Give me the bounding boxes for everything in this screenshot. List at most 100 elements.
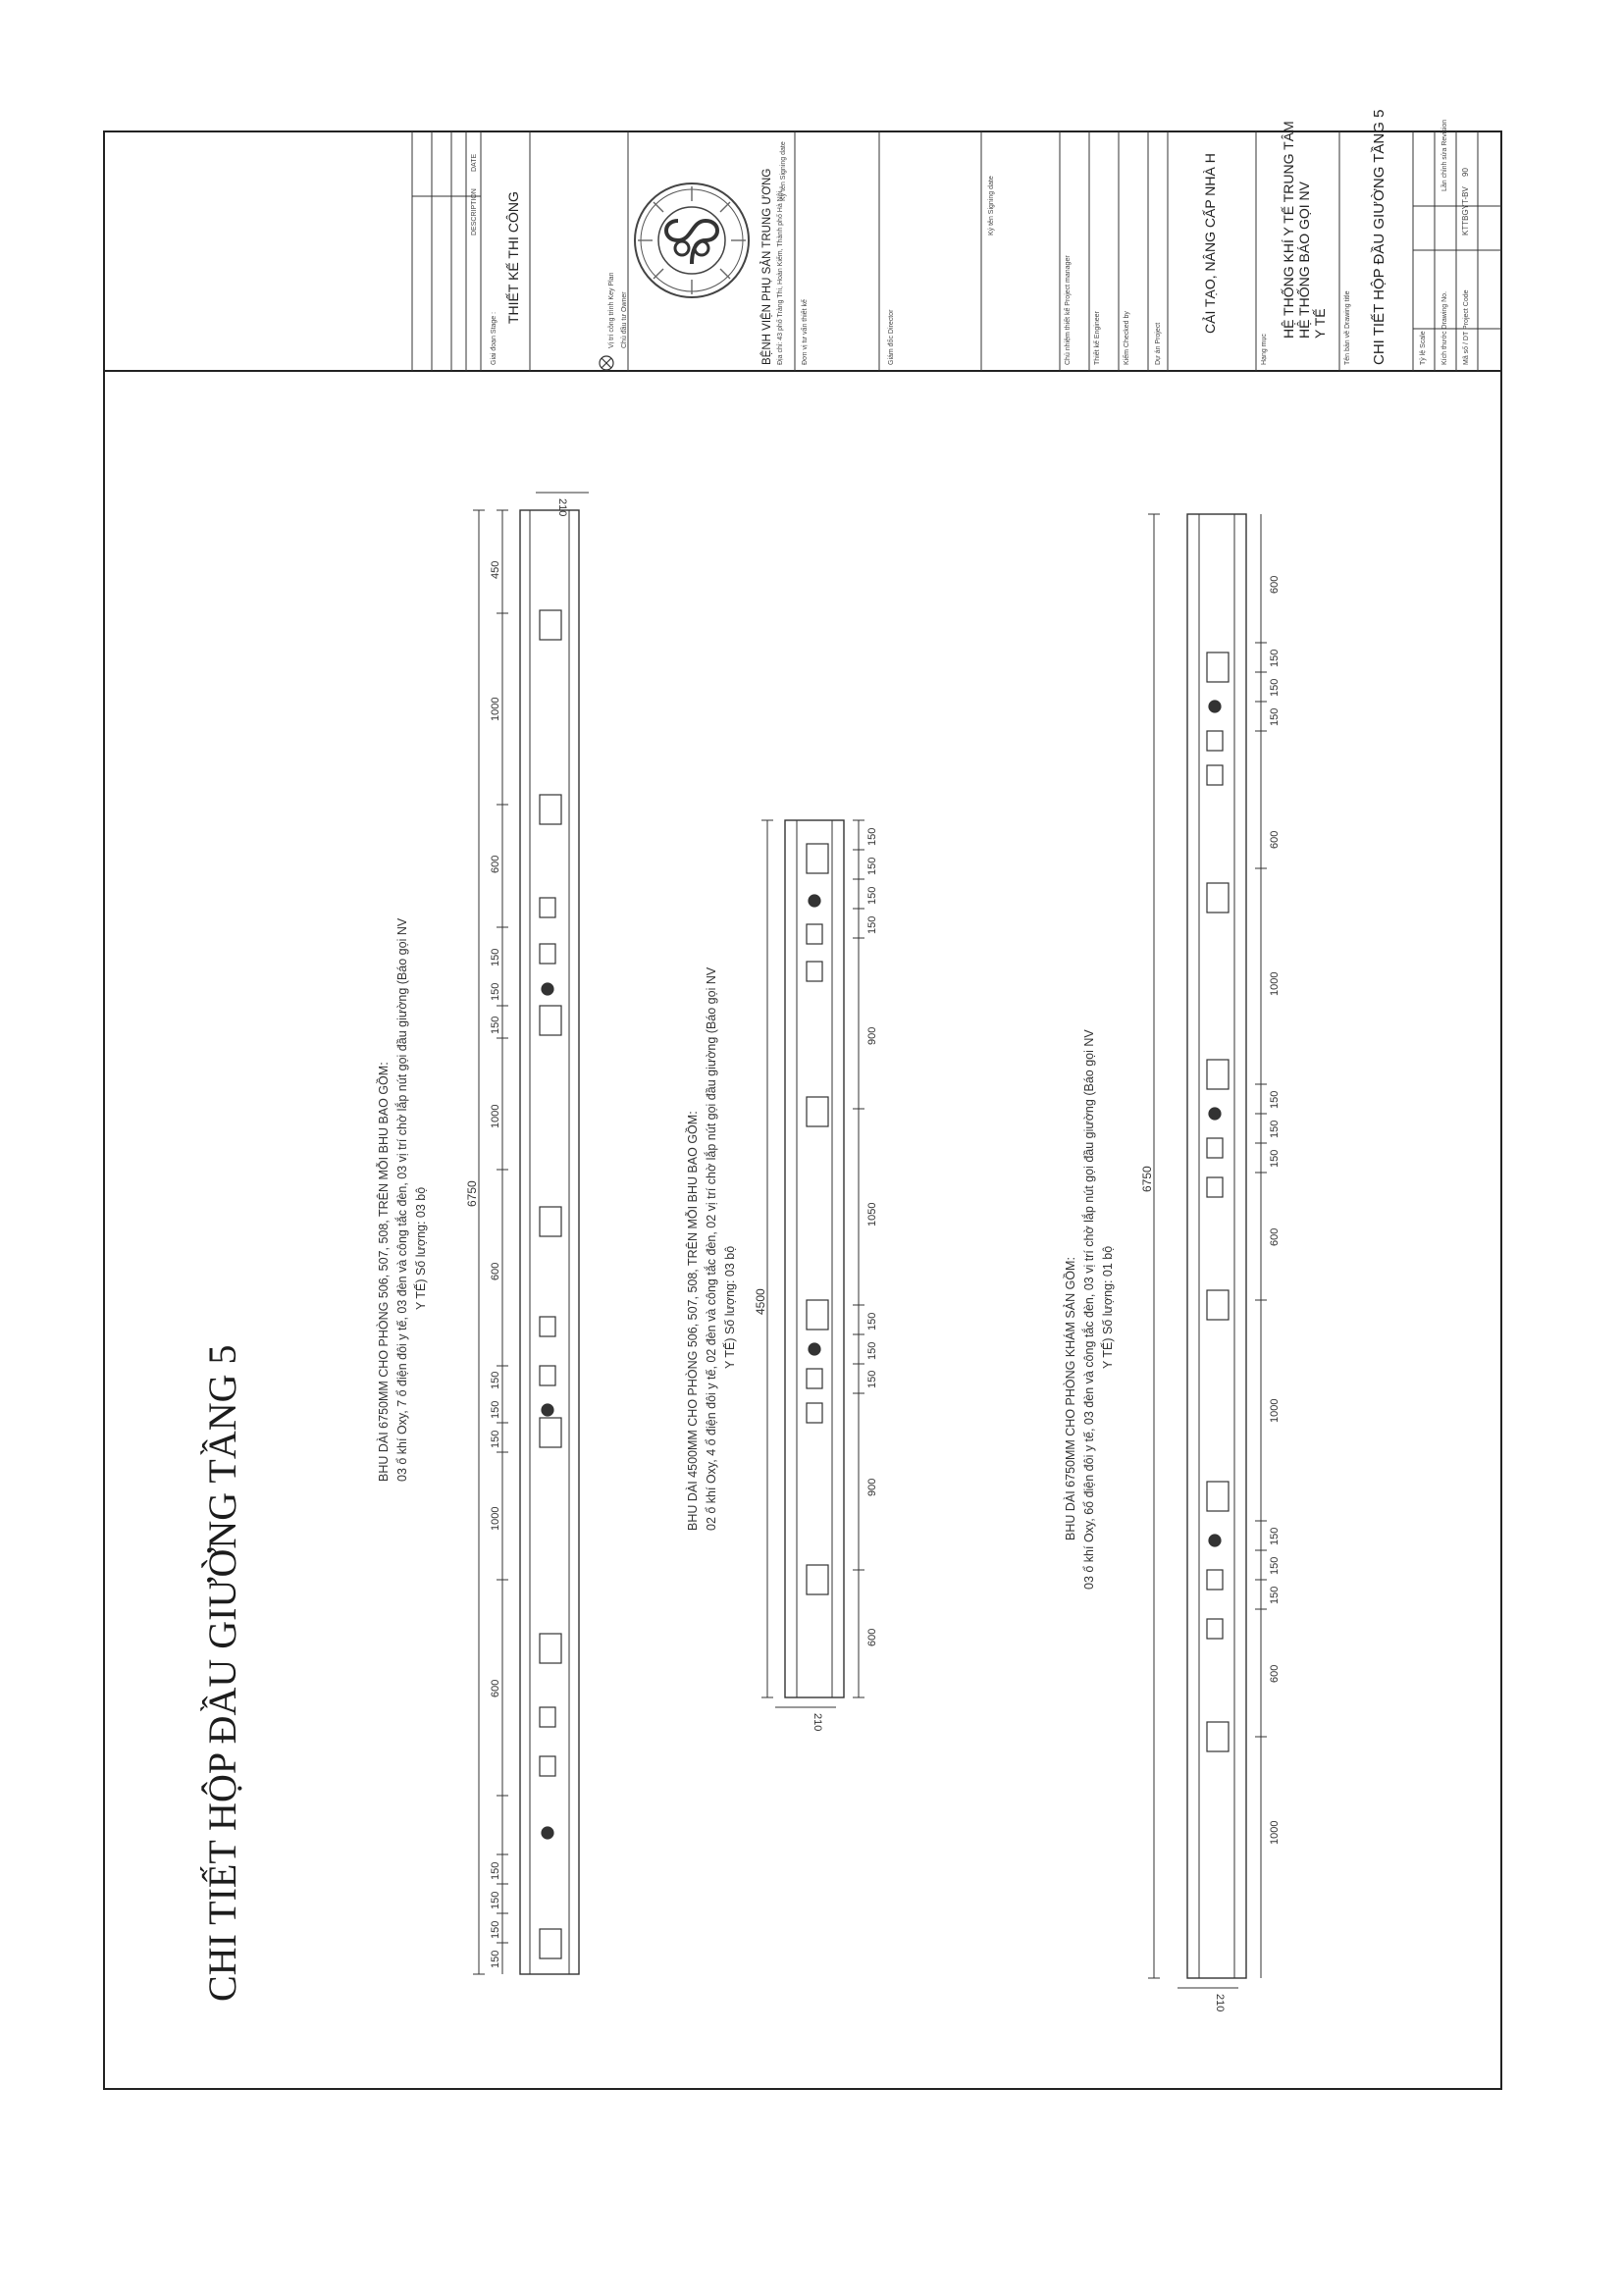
unit1-seg-15: 600 <box>490 856 501 873</box>
light-switch-icon <box>539 1316 556 1337</box>
unit3-seg-16: 600 <box>1269 576 1281 594</box>
owner-label: Chủ đầu tư Owner <box>619 291 628 348</box>
double-socket-icon <box>806 1096 829 1127</box>
unit2-segment-labels: 600 900 150 150 150 1050 900 150 150 150… <box>866 828 878 1646</box>
unit3-seg-4: 150 <box>1269 1557 1281 1575</box>
oxygen-outlet-icon <box>541 1403 554 1417</box>
unit1-seg-17: 450 <box>490 561 501 579</box>
unit3-segment-ticks <box>1255 642 1267 1738</box>
oxygen-outlet-icon <box>541 1826 554 1840</box>
unit3-seg-8: 150 <box>1269 1150 1281 1168</box>
unit1-caption-line-1: BHU DÀI 6750MM CHO PHÒNG 506, 507, 508, … <box>376 1062 391 1482</box>
double-socket-icon <box>1206 764 1224 786</box>
unit1-total-length: 6750 <box>465 1180 479 1207</box>
oxygen-outlet-icon <box>541 982 554 996</box>
unit1-seg-5: 600 <box>490 1680 501 1697</box>
unit2-outlets <box>806 843 829 1595</box>
unit2-segment-ticks <box>853 819 864 1698</box>
light-switch-icon <box>806 923 823 945</box>
footer-project-code-label: Mã số / DT Project Code <box>1461 289 1470 365</box>
unit1-segment-labels: 150 150 150 150 600 1000 150 150 150 600… <box>490 561 501 1968</box>
double-socket-icon <box>539 609 562 641</box>
stage-value: THIẾT KẾ THI CÔNG <box>505 191 521 324</box>
unit3-seg-1: 1000 <box>1269 1821 1281 1845</box>
unit1-caption-line-3: Y TẾ) Số lượng: 03 bộ <box>413 1187 428 1310</box>
drawing-title: CHI TIẾT HỘP ĐẦU GIƯỜNG TẦNG 5 <box>200 1344 244 2002</box>
sheet-title-value: CHI TIẾT HỘP ĐẦU GIƯỜNG TẦNG 5 <box>1371 110 1387 365</box>
unit3-seg-10: 150 <box>1269 1091 1281 1109</box>
unit3-seg-5: 150 <box>1269 1528 1281 1545</box>
unit1-rail-body <box>519 509 580 1975</box>
unit3-caption-line-1: BHU DÀI 6750MM CHO PHÒNG KHÁM SẢN GỒM: <box>1063 1257 1077 1540</box>
unit1-seg-12: 150 <box>490 1017 501 1034</box>
unit3-seg-15: 150 <box>1269 650 1281 667</box>
director-label: Giám đốc Director <box>886 309 895 365</box>
unit3-caption-line-3: Y TẾ) Số lượng: 01 bộ <box>1100 1246 1115 1369</box>
unit1-seg-10: 600 <box>490 1263 501 1280</box>
unit3-seg-2: 600 <box>1269 1665 1281 1683</box>
project-value: CẢI TẠO, NÂNG CẤP NHÀ H <box>1202 153 1218 334</box>
revision-header-description: DESCRIPTION <box>471 188 478 235</box>
revision-label: Lần chỉnh sửa Revision <box>1440 120 1448 191</box>
oxygen-outlet-icon <box>1208 1107 1222 1121</box>
owner-signing-label: Ký tên Signing date <box>780 141 787 201</box>
unit1-seg-11: 1000 <box>490 1105 501 1128</box>
project-manager-label: Chủ nhiệm thiết kế Project manager <box>1063 255 1072 365</box>
consultant-label: Đơn vị tư vấn thiết kế <box>800 299 809 365</box>
director-signing-label: Ký tên Signing date <box>988 176 995 235</box>
unit1-seg-7: 150 <box>490 1431 501 1448</box>
hospital-seal-logo <box>634 183 750 298</box>
unit1-depth: 210 <box>556 498 568 516</box>
double-socket-icon <box>806 1299 829 1331</box>
light-switch-icon <box>1206 1137 1224 1159</box>
item-label: Hạng mục <box>1261 334 1268 365</box>
unit3-segment-labels: 1000 600 150 150 150 1000 600 150 150 15… <box>1269 576 1281 1845</box>
unit1-seg-6: 1000 <box>490 1507 501 1531</box>
unit3-total-length: 6750 <box>1140 1166 1154 1192</box>
unit2-seg-6: 1050 <box>866 1203 878 1226</box>
oxygen-outlet-icon <box>1208 1534 1222 1547</box>
unit3-seg-13: 150 <box>1269 708 1281 726</box>
double-socket-icon <box>1206 1618 1224 1640</box>
double-socket-icon <box>806 1402 823 1424</box>
light-switch-icon <box>1206 730 1224 752</box>
double-socket-icon <box>539 1417 562 1448</box>
double-socket-icon <box>1206 652 1230 683</box>
unit3-seg-14: 150 <box>1269 679 1281 697</box>
unit3-outlets <box>1206 652 1230 1752</box>
checker-label: Kiểm Checked by <box>1123 311 1130 365</box>
owner-address: Địa chỉ: 43 phố Tràng Thi, Hoàn Kiếm, Th… <box>775 190 784 365</box>
oxygen-outlet-icon <box>808 1342 821 1356</box>
oxygen-outlet-icon <box>1208 700 1222 713</box>
keyplan-icon <box>599 355 614 371</box>
double-socket-icon <box>539 1633 562 1664</box>
unit1-seg-1: 150 <box>490 1951 501 1968</box>
double-socket-icon <box>539 943 556 965</box>
double-socket-icon <box>539 1928 562 1959</box>
item-value-line-1: HỆ THỐNG KHÍ Y TẾ TRUNG TÂM <box>1280 121 1296 339</box>
unit2-seg-10: 150 <box>866 858 878 875</box>
unit2-depth: 210 <box>812 1713 823 1731</box>
light-switch-icon <box>539 897 556 918</box>
unit3-seg-12: 600 <box>1269 831 1281 849</box>
double-socket-icon <box>1206 1481 1230 1512</box>
double-socket-icon <box>1206 1176 1224 1198</box>
unit1-seg-14: 150 <box>490 949 501 966</box>
bhu-unit-6750-clinic: BHU DÀI 6750MM CHO PHÒNG KHÁM SẢN GỒM: 0… <box>1063 513 1281 2011</box>
unit2-seg-5: 150 <box>866 1313 878 1331</box>
unit2-caption-line-3: Y TẾ) Số lượng: 03 bộ <box>722 1246 737 1369</box>
unit1-seg-13: 150 <box>490 983 501 1001</box>
double-socket-icon <box>539 794 562 825</box>
unit1-seg-9: 150 <box>490 1372 501 1389</box>
unit1-seg-16: 1000 <box>490 698 501 721</box>
double-socket-icon <box>1206 1289 1230 1321</box>
unit3-seg-7: 600 <box>1269 1228 1281 1246</box>
unit1-caption-line-2: 03 ổ khí Oxy, 7 ổ điện đôi y tế, 03 đèn … <box>394 917 409 1482</box>
double-socket-icon <box>539 1206 562 1237</box>
item-value-line-3: Y TẾ <box>1312 308 1328 339</box>
double-socket-icon <box>539 1365 556 1386</box>
unit1-seg-8: 150 <box>490 1401 501 1419</box>
double-socket-icon <box>1206 1059 1230 1090</box>
unit3-depth: 210 <box>1214 1994 1226 2011</box>
keyplan-label: Vị trí công trình Key Plan <box>608 272 615 348</box>
